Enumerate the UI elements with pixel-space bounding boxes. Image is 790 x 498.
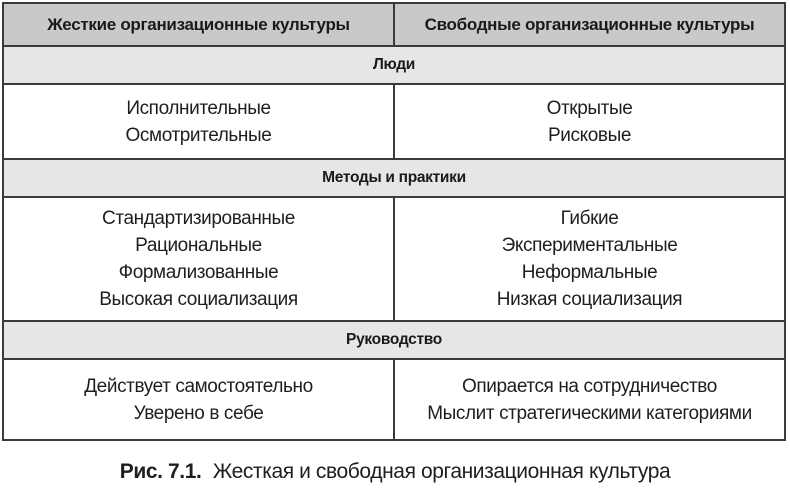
table-row-methods: Стандартизированные Рациональные Формали… [4,198,784,322]
cell-line: Рисковые [548,124,631,146]
table-header-row: Жесткие организационные культуры Свободн… [4,4,784,47]
cell-line: Высокая социализация [99,289,298,310]
cell-line: Уверено в себе [133,402,264,424]
section-title: Люди [372,56,416,73]
cell-line: Опирается на сотрудничество [462,375,717,397]
culture-comparison-table: Жесткие организационные культуры Свободн… [2,2,786,441]
free-cell: Опирается на сотрудничество Мыслит страт… [393,360,784,439]
rigid-cell: Действует самостоятельно Уверено в себе [4,360,393,439]
cell-line: Рациональные [135,235,262,256]
free-cell: Гибкие Экспериментальные Неформальные Ни… [393,198,784,320]
cell-line: Мыслит стратегическими категориями [427,402,752,424]
rigid-cell: Стандартизированные Рациональные Формали… [4,198,393,320]
section-row-methods: Методы и практики [4,160,784,198]
cell-line: Исполнительные [126,97,271,119]
section-row-people: Люди [4,47,784,85]
cell-line: Открытые [546,97,633,119]
table-row-people: Исполнительные Осмотрительные Открытые Р… [4,85,784,160]
cell-line: Формализованные [118,262,279,283]
cell-line: Стандартизированные [102,208,295,229]
section-title: Методы и практики [322,169,466,186]
cell-line: Действует самостоятельно [84,375,313,397]
cell-line: Экспериментальные [501,235,678,256]
rigid-cell: Исполнительные Осмотрительные [4,85,393,158]
figure-caption: Рис. 7.1. Жесткая и свободная организаци… [0,460,790,484]
cell-line: Осмотрительные [125,124,272,146]
figure-caption-text: Жесткая и свободная организационная куль… [212,460,671,483]
figure-number: Рис. 7.1. [119,460,202,483]
cell-line: Гибкие [560,208,619,229]
table-row-leadership: Действует самостоятельно Уверено в себе … [4,360,784,439]
section-title: Руководство [346,331,442,348]
cell-line: Неформальные [521,262,658,283]
header-free-cultures: Свободные организационные культуры [393,4,784,45]
section-row-leadership: Руководство [4,322,784,360]
header-rigid-cultures: Жесткие организационные культуры [47,14,350,34]
free-cell: Открытые Рисковые [393,85,784,158]
cell-line: Низкая социализация [496,289,683,310]
